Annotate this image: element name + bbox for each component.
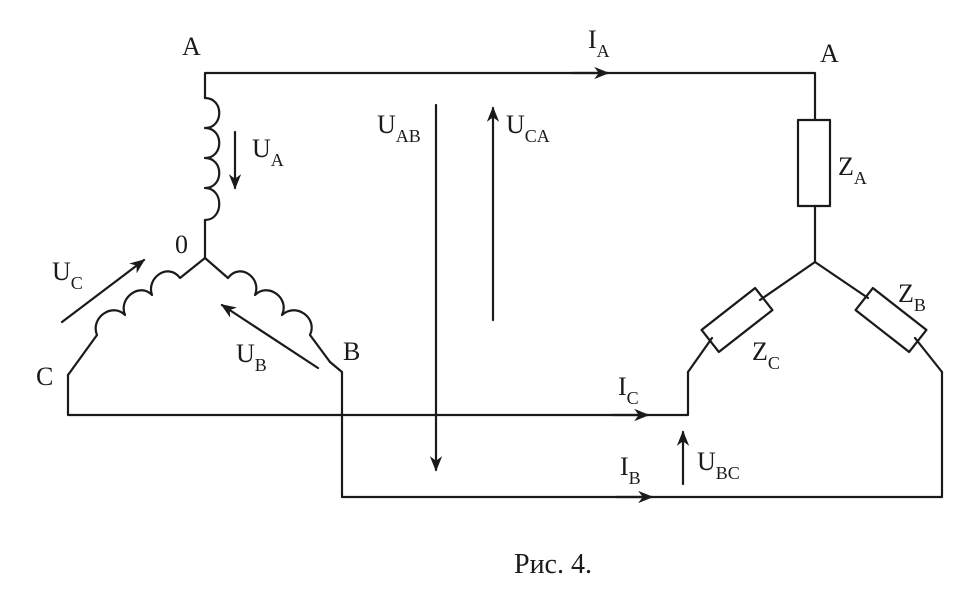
voltage-ub-label: UB [236,339,267,375]
voltage-uc-label: UC [52,257,83,293]
wires [66,71,944,499]
current-ia-label: IA [588,25,610,61]
impedance-za-box [796,118,832,208]
load-star [686,118,944,374]
line-a-wire [203,71,817,122]
line-c-wire [66,370,690,417]
impedance-zc-box [700,286,774,354]
voltage-ub-arrow [220,303,320,370]
voltage-uc-arrow [60,258,146,324]
load-a-label: A [820,39,839,68]
voltage-ua-label: UA [252,134,284,170]
impedance-zb-box [854,286,928,354]
voltage-uab-label: UAB [377,110,421,146]
load-b-branch [813,260,944,374]
figure-caption: Рис. 4. [514,549,592,580]
impedance-zb-label: ZB [898,279,926,315]
source-star [66,96,332,377]
labels: A B C 0 A UA UB UC UAB UCA UBC IA IC IB … [36,25,926,580]
current-ic-label: IC [618,372,639,408]
winding-b-coil [203,256,332,364]
winding-c-coil [66,256,207,377]
line-b-wire [328,360,944,499]
voltage-uca-label: UCA [506,110,550,146]
voltage-ubc-label: UBC [697,447,740,483]
winding-a-coil [203,96,221,222]
source-c-label: C [36,362,53,391]
source-b-label: B [343,337,360,366]
impedance-zc-label: ZC [752,337,780,373]
neutral-point-label: 0 [175,230,188,259]
source-a-label: A [182,32,201,61]
load-c-branch [686,260,817,374]
arrows [60,66,690,504]
impedance-za-label: ZA [838,152,867,188]
current-ib-label: IB [620,452,641,488]
